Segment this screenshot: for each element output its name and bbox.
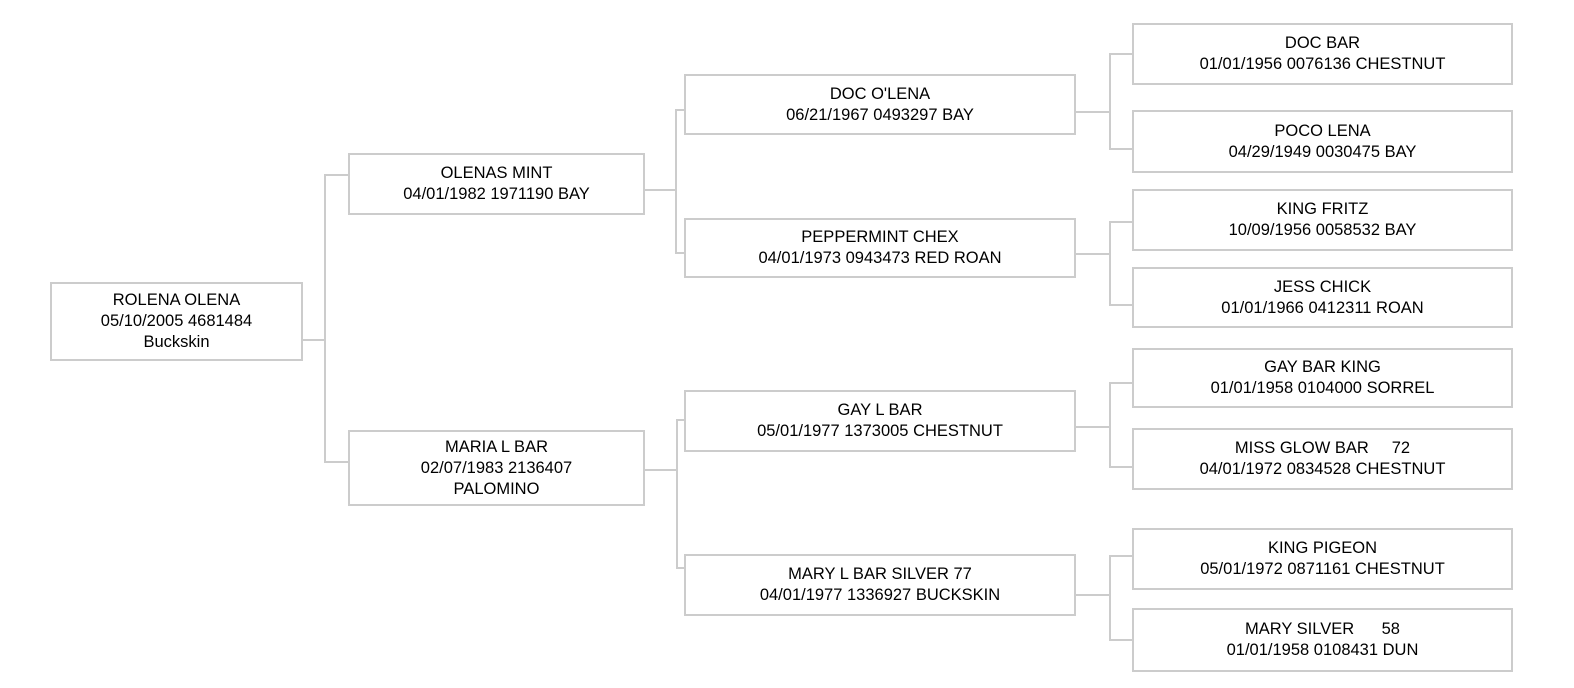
horse-details: 04/01/1977 1336927 BUCKSKIN: [759, 586, 1001, 604]
connector-peppermint-chex-to-parents: [1076, 221, 1132, 306]
horse-name: KING PIGEON: [1267, 539, 1378, 557]
pedigree-node-gay-l-bar: GAY L BAR 05/01/1977 1373005 CHESTNUT: [684, 390, 1076, 452]
pedigree-node-doc-olena: DOC O'LENA 06/21/1967 0493297 BAY: [684, 74, 1076, 135]
connector-olenas-mint-to-parents: [645, 109, 684, 254]
pedigree-node-jess-chick: JESS CHICK 01/01/1966 0412311 ROAN: [1132, 267, 1513, 328]
horse-details: 01/01/1958 0104000 SORREL: [1210, 379, 1435, 397]
horse-name: KING FRITZ: [1276, 200, 1369, 218]
horse-details: 01/01/1966 0412311 ROAN: [1221, 298, 1424, 317]
horse-name: JESS CHICK: [1273, 277, 1372, 296]
horse-details: 04/01/1973 0943473 RED ROAN: [758, 249, 1002, 267]
horse-name: DOC BAR: [1284, 34, 1361, 52]
horse-details: 05/01/1977 1373005 CHESTNUT: [757, 422, 1003, 440]
horse-details: 01/01/1958 0108431 DUN: [1226, 641, 1419, 659]
horse-name: POCO LENA: [1274, 121, 1371, 140]
connector-doc-olena-to-parents: [1076, 53, 1132, 150]
connector-mary-l-bar-silver-77-to-parents: [1076, 555, 1132, 641]
pedigree-node-poco-lena: POCO LENA 04/29/1949 0030475 BAY: [1132, 110, 1513, 173]
pedigree-node-gay-bar-king: GAY BAR KING 01/01/1958 0104000 SORREL: [1132, 348, 1513, 408]
pedigree-node-doc-bar: DOC BAR 01/01/1956 0076136 CHESTNUT: [1132, 23, 1513, 85]
horse-details: 04/29/1949 0030475 BAY: [1228, 142, 1417, 161]
horse-name: MISS GLOW BAR 72: [1234, 439, 1411, 457]
horse-name: OLENAS MINT: [440, 164, 553, 182]
pedigree-node-olenas-mint: OLENAS MINT 04/01/1982 1971190 BAY: [348, 153, 645, 215]
horse-name: MARY L BAR SILVER 77: [788, 565, 972, 583]
connector-gay-l-bar-to-parents: [1076, 382, 1132, 468]
pedigree-node-mary-silver-58: MARY SILVER 58 01/01/1958 0108431 DUN: [1132, 608, 1513, 672]
horse-details: 01/01/1956 0076136 CHESTNUT: [1199, 55, 1446, 73]
horse-details: 05/01/1972 0871161 CHESTNUT: [1200, 560, 1445, 578]
horse-name: MARIA L BAR: [444, 437, 548, 456]
horse-color: PALOMINO: [453, 479, 540, 498]
horse-details: 04/01/1972 0834528 CHESTNUT: [1199, 460, 1446, 478]
connector-maria-l-bar-to-parents: [645, 419, 684, 569]
horse-details: 02/07/1983 2136407: [420, 458, 573, 477]
pedigree-node-mary-l-bar-silver-77: MARY L BAR SILVER 77 04/01/1977 1336927 B…: [684, 554, 1076, 616]
connector-rolena-olena-to-parents: [303, 174, 348, 463]
horse-name: DOC O'LENA: [829, 84, 931, 103]
horse-details: 10/09/1956 0058532 BAY: [1228, 221, 1417, 239]
pedigree-node-miss-glow-bar-72: MISS GLOW BAR 72 04/01/1972 0834528 CHEST…: [1132, 428, 1513, 490]
pedigree-node-king-fritz: KING FRITZ 10/09/1956 0058532 BAY: [1132, 189, 1513, 251]
horse-details: 04/01/1982 1971190 BAY: [403, 185, 590, 203]
horse-color: Buckskin: [143, 333, 210, 351]
horse-name: ROLENA OLENA: [112, 291, 241, 309]
horse-name: MARY SILVER 58: [1245, 620, 1400, 638]
horse-details: 05/10/2005 4681484: [100, 312, 253, 330]
horse-name: GAY L BAR: [837, 401, 923, 419]
pedigree-node-king-pigeon: KING PIGEON 05/01/1972 0871161 CHESTNUT: [1132, 528, 1513, 590]
horse-details: 06/21/1967 0493297 BAY: [786, 105, 974, 124]
pedigree-node-peppermint-chex: PEPPERMINT CHEX 04/01/1973 0943473 RED RO…: [684, 218, 1076, 278]
horse-name: PEPPERMINT CHEX: [801, 228, 959, 246]
horse-name: GAY BAR KING: [1264, 358, 1381, 376]
